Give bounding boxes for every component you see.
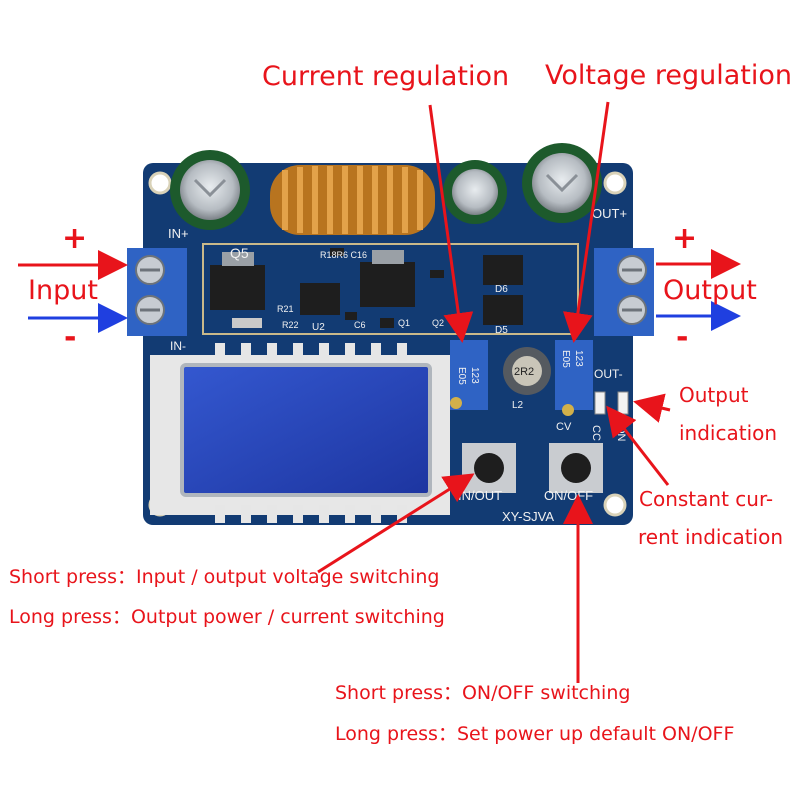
output-label: Output — [663, 275, 757, 306]
voltage-regulation-label: Voltage regulation — [545, 60, 792, 91]
on-off-short-press-label: Short press：ON/OFF switching — [335, 682, 631, 704]
d6-label: D6 — [495, 284, 508, 295]
cv-label: CV — [556, 421, 572, 433]
pot-code-voltage-2: E05 — [560, 350, 571, 368]
mounting-hole — [603, 171, 627, 195]
output-terminal-block — [594, 248, 654, 336]
in-out-button-arrow — [317, 473, 475, 574]
constant-current-label-1: Constant cur- — [639, 487, 774, 511]
toroid-inductor — [270, 165, 435, 235]
q5-label: Q5 — [230, 245, 249, 261]
model-label: XY-SJVA — [502, 509, 554, 524]
q1-label: Q1 — [398, 318, 410, 328]
in-out-button-label: IN/OUT — [458, 488, 502, 503]
in-out-button — [462, 443, 516, 493]
out-plus-label: OUT+ — [592, 206, 627, 221]
small-components — [232, 248, 444, 328]
l2-label: L2 — [512, 400, 524, 411]
cc-label: CC — [590, 425, 602, 441]
input-label: Input — [28, 275, 98, 306]
in-plus-label: IN+ — [168, 226, 189, 241]
output-indication-arrow — [633, 393, 671, 423]
top-parts-label: R18R6 C16 — [320, 250, 367, 260]
in-out-long-press-label: Long press：Output power / current switch… — [9, 606, 445, 628]
voltage-potentiometer — [555, 340, 593, 416]
capacitor — [443, 160, 507, 224]
lcd-display — [150, 343, 450, 523]
current-potentiometer — [450, 340, 488, 410]
capacitor — [170, 150, 250, 230]
r22-label: R22 — [282, 320, 299, 330]
output-indication-label-2: indication — [679, 421, 778, 445]
inductor-code: 2R2 — [514, 366, 534, 378]
mosfet-q5 — [210, 252, 265, 310]
input-plus-sign: + — [62, 221, 88, 256]
d5-label: D5 — [495, 325, 508, 336]
voltage-regulation-arrow — [562, 101, 610, 343]
annotation-arrows-blue — [28, 301, 741, 333]
u2-label: U2 — [312, 322, 325, 333]
diode-d5 — [483, 295, 523, 325]
inductor-l2 — [503, 347, 551, 395]
r21-label: R21 — [277, 304, 294, 314]
mounting-hole — [148, 171, 172, 195]
in-out-short-press-label: Short press：Input / output voltage switc… — [9, 566, 440, 588]
q2-label: Q2 — [432, 318, 444, 328]
pot-code-current-2: E05 — [456, 367, 467, 385]
output-indication-label-1: Output — [679, 383, 749, 407]
constant-current-label-2: rent indication — [638, 525, 784, 549]
pot-code-voltage: 123 — [573, 350, 584, 367]
on-led — [617, 391, 629, 415]
on-off-button-label: ON/OFF — [544, 488, 593, 503]
output-minus-sign: - — [676, 320, 689, 355]
mosfet — [360, 250, 415, 307]
pcb-inner-outline — [202, 243, 579, 335]
current-regulation-arrow — [428, 104, 474, 343]
constant-current-arrow — [606, 405, 670, 486]
regulator-u2 — [300, 283, 340, 315]
capacitor — [522, 143, 602, 223]
input-minus-sign: - — [64, 320, 77, 355]
output-plus-sign: + — [672, 221, 698, 256]
input-terminal-block — [127, 248, 187, 336]
annotation-arrows — [18, 101, 741, 683]
current-regulation-label: Current regulation — [262, 61, 510, 92]
out-minus-label: OUT- — [594, 367, 623, 381]
on-off-button — [549, 443, 603, 493]
diode-d6 — [483, 255, 523, 285]
pot-code-current: 123 — [469, 367, 480, 384]
on-off-long-press-label: Long press：Set power up default ON/OFF — [335, 723, 735, 745]
c6-label: C6 — [354, 320, 366, 330]
cc-led — [594, 391, 606, 415]
in-minus-label: IN- — [170, 339, 186, 353]
mounting-hole — [603, 493, 627, 517]
on-label: ON — [615, 425, 627, 442]
